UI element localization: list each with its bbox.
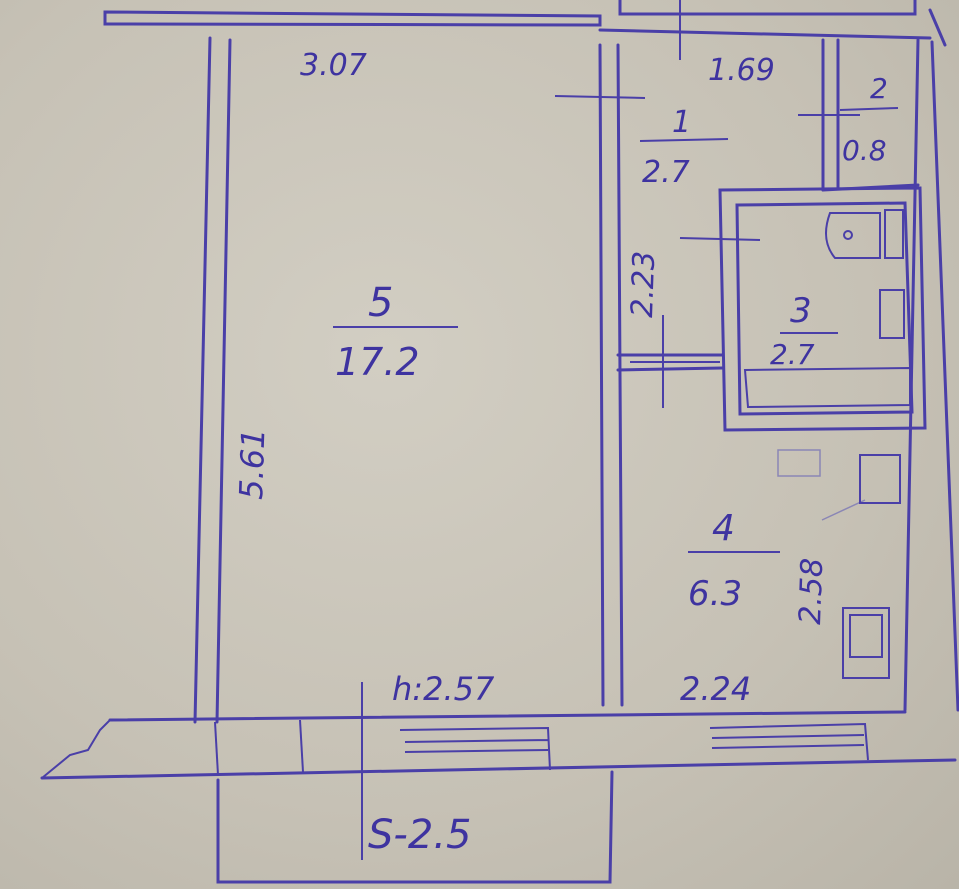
kitchen-sink-basin-icon bbox=[849, 614, 883, 658]
room-1-number: 1 bbox=[672, 105, 691, 140]
left-wall-inner bbox=[215, 38, 232, 724]
dimension-hall-height: 2.58 bbox=[793, 557, 830, 625]
bathtub-icon bbox=[743, 366, 911, 409]
bottom-wall-tick-b bbox=[214, 721, 219, 776]
door-swing-room-4 bbox=[821, 499, 866, 521]
room-fraction-lines bbox=[333, 107, 899, 553]
partition-wall-a bbox=[598, 43, 605, 707]
dimension-corridor-height: 2.23 bbox=[625, 250, 662, 318]
room-2-fraction-line bbox=[839, 107, 899, 111]
stove-icon bbox=[859, 454, 901, 504]
right-wall-outer bbox=[930, 40, 959, 712]
left-wall-outer bbox=[193, 36, 212, 724]
water-heater-icon bbox=[879, 289, 905, 339]
sink-icon bbox=[825, 212, 881, 259]
sink-cabinet-icon bbox=[884, 209, 904, 259]
room-4-number: 4 bbox=[712, 508, 735, 549]
dimension-left-height: 5.61 bbox=[232, 428, 272, 501]
dimension-top-right: 1.69 bbox=[708, 53, 775, 88]
corridor-wall-b bbox=[616, 366, 724, 372]
door-mark-room-1 bbox=[554, 95, 646, 99]
kitchen-sink-icon bbox=[842, 607, 890, 679]
bathroom-outer bbox=[718, 186, 927, 432]
partition-wall-b bbox=[616, 43, 624, 707]
room-5-number: 5 bbox=[368, 280, 393, 326]
room-4-area: 6.3 bbox=[688, 574, 742, 614]
sink-drain-icon bbox=[843, 230, 853, 240]
room-3-area: 2.7 bbox=[770, 338, 815, 371]
top-wall bbox=[103, 10, 602, 27]
ceiling-height-label: h:2.57 bbox=[392, 670, 495, 708]
balcony-outline bbox=[216, 770, 614, 884]
bottom-wall-upper bbox=[108, 710, 907, 722]
top-corner bbox=[928, 8, 947, 47]
bottom-wall-lower bbox=[40, 758, 957, 780]
bathroom-inner bbox=[735, 201, 914, 416]
dimension-ticks bbox=[361, 0, 866, 860]
window-room-5 bbox=[399, 726, 551, 771]
room-2-number: 2 bbox=[870, 72, 888, 105]
dimension-labels: 3.07 1.69 5.61 2.23 2.58 2.24 h:2.57 S-2… bbox=[232, 48, 830, 858]
room-labels: 5 17.2 1 2.7 2 0.8 3 2.7 4 6.3 bbox=[335, 72, 888, 614]
window-room-4 bbox=[709, 722, 869, 761]
room-2-area: 0.8 bbox=[842, 134, 887, 167]
dimension-top-left: 3.07 bbox=[300, 48, 367, 83]
room-5-area: 17.2 bbox=[335, 340, 420, 384]
dimension-bottom-right: 2.24 bbox=[680, 670, 751, 708]
walls bbox=[40, 0, 959, 884]
bottom-wall-tick-a bbox=[299, 719, 304, 773]
bottom-wall-break bbox=[41, 719, 111, 779]
top-neighbor-outline bbox=[618, 0, 917, 16]
room-3-number: 3 bbox=[790, 291, 812, 331]
top-wall-right bbox=[598, 28, 932, 40]
fixtures bbox=[743, 209, 911, 679]
room-1-area: 2.7 bbox=[642, 155, 690, 190]
door-mark-room-3 bbox=[679, 237, 761, 241]
balcony-area-label: S-2.5 bbox=[368, 812, 471, 858]
room-1-fraction-line bbox=[639, 138, 729, 142]
vent-icon bbox=[777, 449, 821, 477]
